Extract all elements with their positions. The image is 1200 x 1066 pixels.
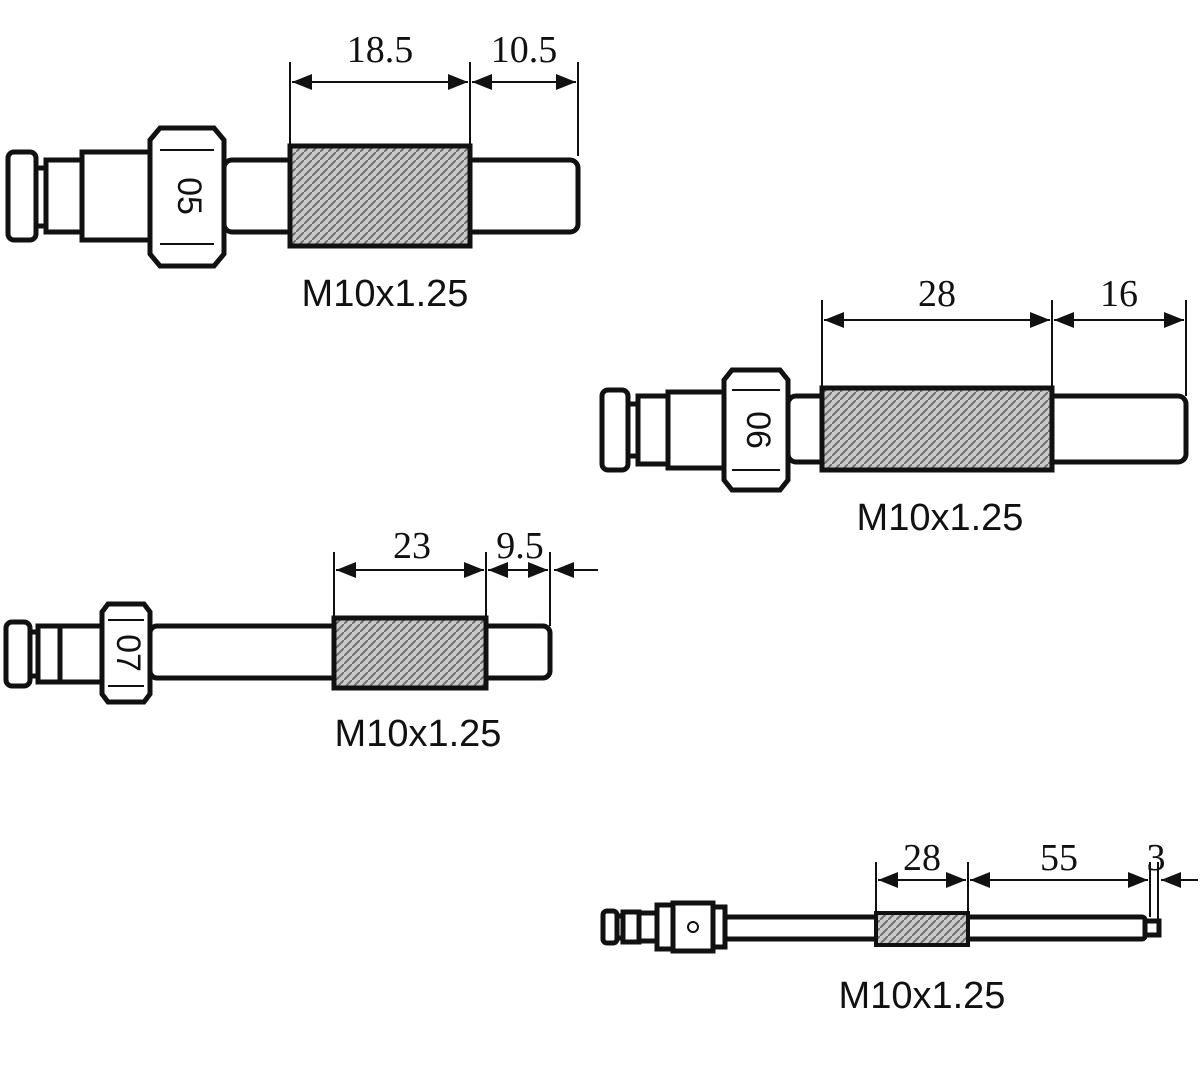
thread-label: M10x1.25 (335, 713, 502, 755)
hex-nut: 07 (99, 601, 153, 705)
thread-section (331, 615, 489, 691)
adapter-07: 07 23 9.5 M10x1.25 (3, 525, 598, 755)
quick-coupler-tip (600, 908, 642, 946)
coupler-body (665, 389, 727, 471)
thread-label: M10x1.25 (839, 975, 1006, 1017)
quick-coupler-tip (5, 149, 85, 243)
adapter-06: 06 28 16 M10x1.25 (599, 273, 1189, 539)
dim-thread-length: 28 (903, 837, 941, 879)
hex-nut: 06 (721, 367, 791, 493)
dim-thread-length: 23 (393, 525, 431, 567)
quick-coupler-tip (3, 619, 63, 689)
adapter-05: 05 18.5 10.5 M10x1.25 (5, 29, 581, 315)
adapter-08: 28 55 3 M10x1.25 (600, 837, 1198, 1017)
thread-section (874, 911, 970, 947)
dim-tip-length: 10.5 (491, 29, 558, 71)
dim-shaft-length: 55 (1040, 837, 1078, 879)
dim-thread-length: 18.5 (347, 29, 414, 71)
quick-coupler-tip (599, 387, 671, 473)
dim-tip-length: 9.5 (496, 525, 544, 567)
nut-code: 06 (739, 411, 777, 449)
nut-code: 05 (170, 177, 208, 215)
thread-section (287, 143, 473, 249)
thread-label: M10x1.25 (302, 273, 469, 315)
dim-tip-length: 3 (1147, 837, 1166, 879)
hex-nut: 05 (147, 125, 227, 269)
coupler-body (57, 623, 105, 685)
dim-tip-length: 16 (1100, 273, 1138, 315)
nut-code: 07 (109, 634, 147, 672)
coupler-body (636, 910, 660, 944)
pin-tip (1142, 918, 1162, 938)
hex-nut (654, 900, 728, 954)
coupler-body (79, 149, 153, 243)
thread-section (819, 385, 1055, 473)
dim-thread-length: 28 (918, 273, 956, 315)
thread-label: M10x1.25 (857, 497, 1024, 539)
